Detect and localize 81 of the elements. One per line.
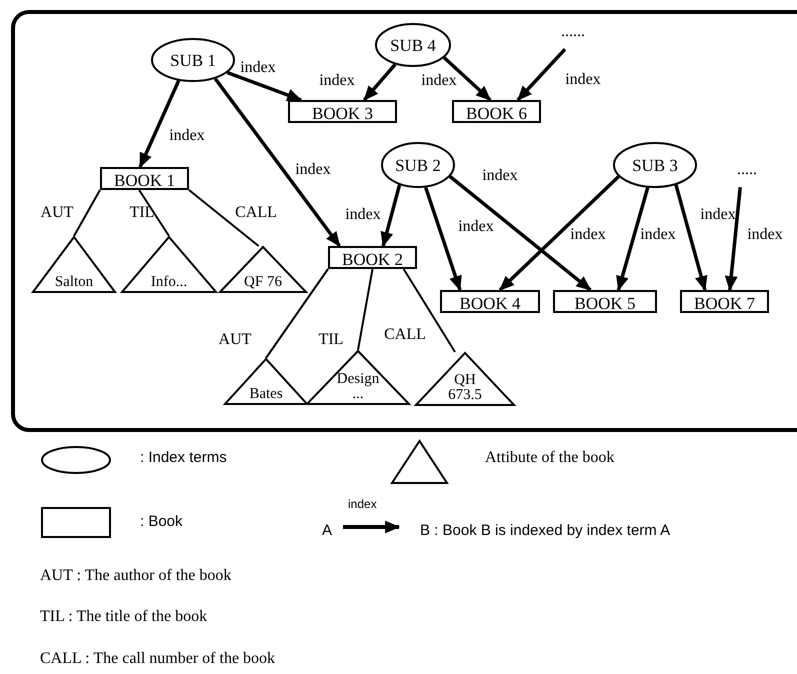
attribute-value: QF 76 — [243, 275, 283, 290]
edge-label: index — [239, 60, 277, 76]
index-term-ellipse — [613, 142, 697, 188]
connector-line — [73, 190, 101, 236]
index-term-label: SUB 2 — [394, 156, 442, 174]
edge-label: TIL — [128, 205, 156, 221]
arrow — [448, 175, 592, 292]
arrow — [724, 187, 742, 292]
abbreviation-note: AUT : The author of the book — [40, 568, 232, 584]
book-label: BOOK 1 — [113, 172, 176, 189]
index-term-ellipse — [151, 38, 235, 82]
arrow — [498, 175, 620, 292]
attribute-triangle — [32, 236, 116, 293]
legend-label: : Book — [140, 514, 183, 529]
attribute-triangle — [224, 358, 308, 405]
legend-label: Attibute of the book — [485, 450, 614, 466]
attribute-value: Info... — [150, 275, 188, 290]
edge-label: AUT — [40, 205, 74, 221]
edge-label: CALL — [383, 327, 427, 343]
book-label: BOOK 2 — [341, 251, 404, 268]
index-term-ellipse — [381, 142, 455, 188]
arrow — [226, 70, 302, 102]
edge-label: AUT — [218, 332, 252, 348]
connector-line — [402, 268, 456, 353]
arrow — [380, 184, 402, 248]
attribute-value: Salton — [54, 275, 94, 290]
edge-label: index — [344, 207, 382, 223]
book-box — [680, 290, 769, 313]
connector-line — [138, 189, 170, 237]
attribute-value: QH 673.5 — [447, 373, 483, 403]
edge-label: index — [168, 128, 206, 144]
book-label: BOOK 3 — [311, 105, 374, 122]
arrow — [616, 187, 650, 292]
attribute-value: Bates — [248, 387, 284, 402]
book-label: BOOK 7 — [693, 295, 756, 312]
legend-label: : Index terms — [140, 450, 227, 465]
arrow — [424, 186, 462, 292]
connector-line — [188, 189, 260, 247]
attribute-value: Design ... — [336, 372, 380, 402]
connector-line — [265, 268, 329, 359]
edge-label: TIL — [318, 332, 344, 348]
node-letter: A — [322, 523, 332, 538]
edge-label: index — [318, 73, 356, 89]
attribute-triangle — [306, 350, 410, 405]
book-label: BOOK 4 — [458, 295, 522, 312]
edge-label: index — [294, 162, 332, 178]
book-box — [553, 290, 657, 313]
arrow — [362, 63, 396, 102]
abbreviation-note: CALL : The call number of the book — [40, 651, 276, 667]
arrow — [138, 80, 180, 168]
edge-label: index — [746, 227, 784, 243]
arrow — [442, 56, 492, 102]
book-box — [288, 100, 397, 123]
arrow — [674, 184, 708, 292]
book-label: BOOK 5 — [574, 295, 636, 312]
book-box — [440, 290, 540, 313]
attribute-triangle — [219, 246, 307, 293]
book-box — [100, 167, 189, 190]
book-label: BOOK 6 — [465, 105, 528, 122]
edge-label: index — [699, 207, 737, 223]
book-box — [328, 246, 417, 269]
edge-label: index — [481, 168, 519, 184]
index-term-label: SUB 1 — [169, 52, 217, 68]
edge-label: CALL — [234, 205, 278, 221]
edge-label: index — [457, 219, 495, 235]
arrow-label: index — [348, 498, 377, 510]
book-box — [452, 100, 541, 123]
arrow — [214, 78, 341, 248]
edge-label: index — [564, 72, 602, 88]
abbreviation-note: TIL : The title of the book — [40, 609, 208, 625]
attribute-triangle — [121, 236, 217, 293]
edge-label: index — [420, 73, 458, 89]
edge-label: index — [639, 227, 677, 243]
index-term-ellipse — [375, 23, 451, 67]
index-term-label: SUB 3 — [631, 156, 679, 174]
legend-label: B : Book B is indexed by index term A — [420, 523, 670, 538]
attribute-triangle — [415, 352, 515, 406]
arrow — [516, 48, 566, 102]
index-term-label: SUB 4 — [389, 36, 437, 54]
edge-label: index — [569, 227, 607, 243]
connector-line — [357, 268, 374, 350]
